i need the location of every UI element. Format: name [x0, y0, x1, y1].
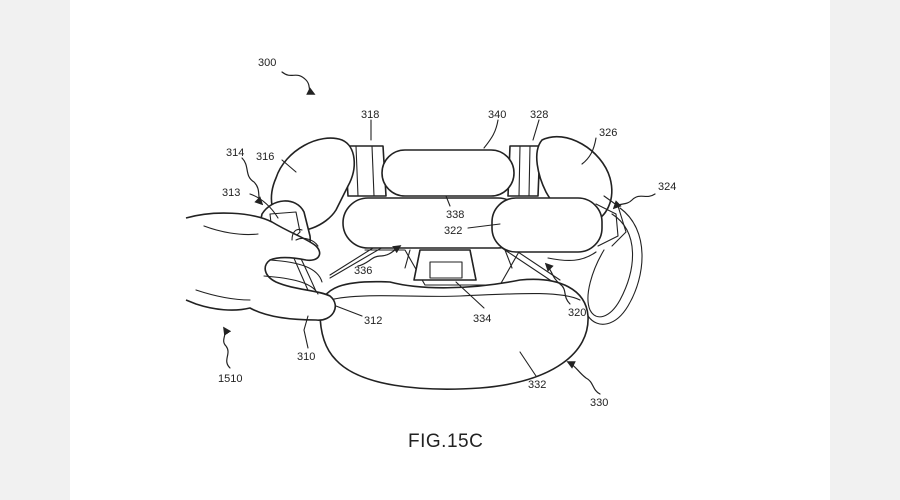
operator-hand [185, 212, 336, 321]
ref-314: 314 [226, 147, 244, 159]
figure-caption: FIG.15C [408, 431, 483, 452]
ref-316: 316 [256, 151, 274, 163]
reference-numerals: 300 318 340 328 326 314 316 324 313 338 … [218, 57, 676, 409]
right-hinge-bracket [507, 145, 541, 197]
ref-313: 313 [222, 187, 240, 199]
central-bracket [413, 249, 477, 281]
ref-340: 340 [488, 109, 506, 121]
top-bladder [381, 149, 515, 197]
ref-312: 312 [364, 315, 382, 327]
ref-320: 320 [568, 307, 586, 319]
ref-318: 318 [361, 109, 379, 121]
ref-326: 326 [599, 127, 617, 139]
ref-336: 336 [354, 265, 372, 277]
bottom-bladder [319, 278, 589, 390]
ref-328: 328 [530, 109, 548, 121]
ref-324: 324 [658, 181, 676, 193]
bottom-bladder-seam [329, 292, 581, 301]
ref-334: 334 [473, 313, 491, 325]
ref-330: 330 [590, 397, 608, 409]
reference-leaders [223, 71, 656, 395]
ref-1510: 1510 [218, 373, 242, 385]
ref-338: 338 [446, 209, 464, 221]
ref-300: 300 [258, 57, 276, 69]
ref-310: 310 [297, 351, 315, 363]
ref-322: 322 [444, 225, 462, 237]
hose-loop [547, 207, 643, 325]
ref-332: 332 [528, 379, 546, 391]
